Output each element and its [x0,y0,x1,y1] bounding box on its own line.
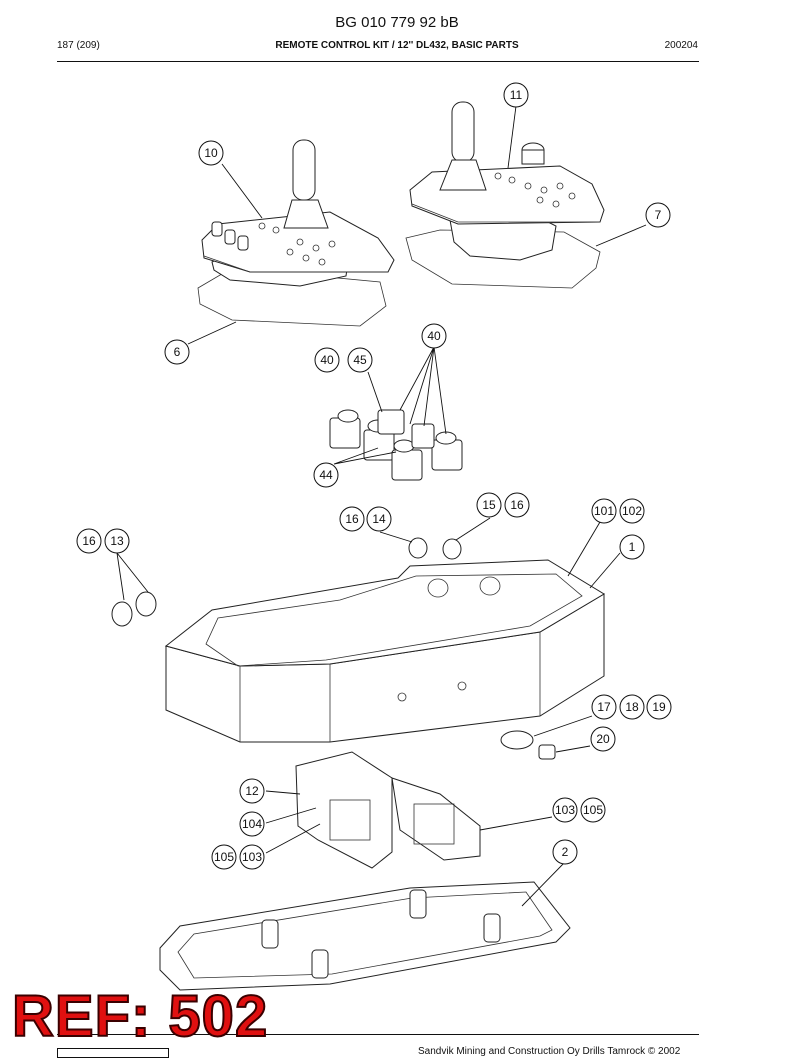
callout-103-a: 103 [552,797,578,823]
svg-text:10: 10 [204,146,218,160]
callout-6: 6 [164,339,190,365]
callout-101: 101 [591,498,617,524]
svg-text:13: 13 [110,534,124,548]
svg-text:105: 105 [583,803,603,817]
svg-text:12: 12 [245,784,259,798]
leader-lines [116,105,647,907]
page-title: REMOTE CONTROL KIT / 12'' DL432, BASIC P… [275,40,519,51]
svg-text:104: 104 [242,817,262,831]
cap-parts [500,730,556,760]
mounting-bracket [295,751,481,869]
cable-glands-left [111,591,157,627]
svg-text:1: 1 [629,540,636,554]
callout-labels: 11 10 7 6 40 40 45 44 15 16 16 14 101 10… [76,82,672,870]
callout-103-b: 103 [239,844,265,870]
callout-20: 20 [590,726,616,752]
svg-text:11: 11 [510,88,523,102]
svg-text:6: 6 [174,345,181,359]
svg-text:105: 105 [214,850,234,864]
svg-text:16: 16 [82,534,96,548]
svg-text:16: 16 [345,512,359,526]
company-logo [57,1048,169,1058]
callout-10: 10 [198,140,224,166]
callout-16-b: 16 [339,506,365,532]
reference-stamp: REF: 502 [11,984,269,1049]
footer-rule [57,1034,699,1035]
document-code: BG 010 779 92 bB [335,14,459,31]
callout-14: 14 [366,506,392,532]
svg-text:7: 7 [655,208,662,222]
page-number: 187 (209) [57,40,100,51]
callout-16-c: 16 [76,528,102,554]
svg-text:101: 101 [594,504,614,518]
svg-text:103: 103 [555,803,575,817]
svg-text:17: 17 [597,700,611,714]
header-rule [57,61,699,62]
callout-2: 2 [552,839,578,865]
callout-40-b: 40 [314,347,340,373]
callout-104: 104 [239,811,265,837]
svg-text:102: 102 [622,504,642,518]
callout-18: 18 [619,694,645,720]
svg-text:18: 18 [625,700,639,714]
callout-1: 1 [619,534,645,560]
exploded-parts-drawing: 11 10 7 6 40 40 45 44 15 16 16 14 101 10… [76,82,672,991]
base-plate [159,881,571,991]
callout-11: 11 [503,82,529,108]
svg-text:16: 16 [510,498,524,512]
svg-text:14: 14 [372,512,386,526]
callout-7: 7 [645,202,671,228]
svg-text:40: 40 [427,329,441,343]
svg-text:40: 40 [320,353,334,367]
svg-text:2: 2 [562,845,569,859]
svg-text:15: 15 [482,498,496,512]
callout-13: 13 [104,528,130,554]
callout-40-a: 40 [421,323,447,349]
document-date: 200204 [664,40,698,51]
svg-text:44: 44 [319,468,333,482]
callout-12: 12 [239,778,265,804]
pushbutton-group [329,409,463,481]
joystick-module-right [405,101,605,289]
callout-44: 44 [313,462,339,488]
callout-105-a: 105 [580,797,606,823]
callout-17: 17 [591,694,617,720]
svg-text:19: 19 [652,700,666,714]
callout-102: 102 [619,498,645,524]
callout-19: 19 [646,694,672,720]
svg-text:20: 20 [596,732,610,746]
cable-glands-top [408,537,462,560]
svg-text:103: 103 [242,850,262,864]
callout-15: 15 [476,492,502,518]
control-box-housing [164,559,605,743]
callout-16-a: 16 [504,492,530,518]
joystick-module-left [197,139,395,327]
callout-45: 45 [347,347,373,373]
footer-copyright: Sandvik Mining and Construction Oy Drill… [418,1046,681,1057]
svg-text:45: 45 [353,353,367,367]
callout-105-b: 105 [211,844,237,870]
